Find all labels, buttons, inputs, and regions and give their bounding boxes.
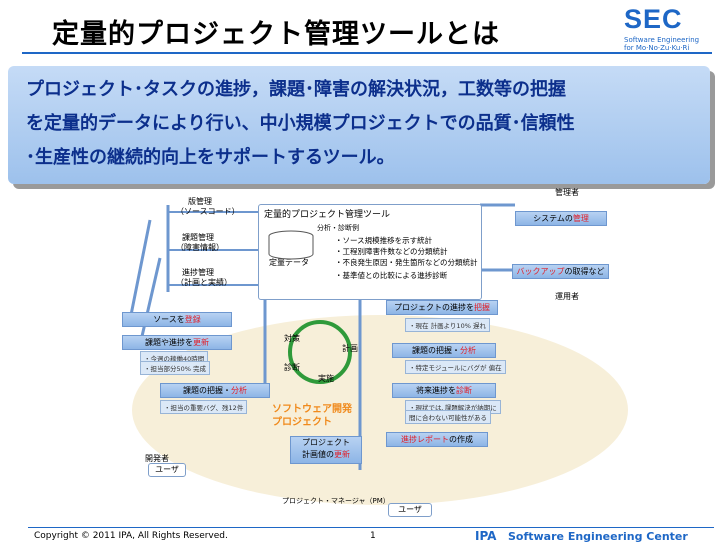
cycle-diagnose: 診断 — [284, 363, 300, 372]
project-line-2: プロジェクト — [272, 417, 332, 428]
tool-title: 定量的プロジェクト管理ツール — [264, 210, 391, 220]
page-number: 1 — [370, 531, 376, 541]
update-pre: 課題や進捗を — [145, 338, 193, 347]
analysis-heading: 分析・診断例 — [317, 224, 359, 232]
store-issue-title: 課題管理 — [182, 233, 214, 242]
banner-line-1: プロジェクト･タスクの進捗，課題･障害の解決状況，工数等の把握 — [26, 79, 566, 100]
issue-pre: 課題の把握・ — [412, 346, 460, 355]
forecast-bar: 将来進捗を診断 — [392, 383, 496, 398]
pdca-cycle — [288, 320, 352, 384]
analysis-item-1: ・ソース規模推移を示す統計 — [335, 236, 433, 245]
pm-plan-pre: 計画値の — [302, 450, 334, 459]
analysis-item-3: ・不良発生原因・発生箇所などの分類統計 — [335, 258, 478, 267]
pm-role: プロジェクト・マネージャ（PM） — [282, 497, 390, 505]
progress-note: ・現在 計画より10% 遅れ — [405, 318, 490, 332]
forecast-red: 診断 — [456, 386, 472, 395]
banner-line-2: を定量的データにより行い、中小規模プロジェクトでの品質･信頼性 — [26, 113, 575, 134]
analysis-item-2: ・工程別障害件数などの分類統計 — [335, 247, 448, 256]
store-progress-title: 進捗管理 — [182, 268, 214, 277]
issue-note: ・特定モジュールにバグが 偏在 — [405, 360, 506, 374]
grasp-note: ・担当の重要バグ、残12件 — [160, 400, 248, 414]
cycle-countermeasure: 対策 — [284, 334, 300, 343]
analysis-item-4: ・基準値との比較による進捗診断 — [335, 271, 448, 280]
arrow-register — [128, 219, 152, 321]
pm-plan-line1: プロジェクト — [302, 438, 350, 447]
system-admin-red: 管理 — [572, 214, 589, 223]
store-version-sub: （ソースコード） — [176, 207, 240, 216]
banner-line-3: ･生産性の継続的向上をサポートするツール。 — [26, 147, 395, 168]
sec-logo-subtitle: Software Engineering — [624, 36, 700, 44]
pm-plan-box: プロジェクト 計画値の更新 — [290, 436, 362, 464]
forecast-note-2: 間に合わない可能性がある — [405, 410, 491, 424]
developer-user-box: ユーザ — [148, 463, 186, 477]
backup-red: バックアップ — [516, 267, 565, 276]
update-bar: 課題や進捗を更新 — [122, 335, 232, 350]
grasp-bar: 課題の把握・分析 — [160, 383, 270, 398]
update-red: 更新 — [193, 338, 209, 347]
arrow-update — [138, 257, 162, 346]
backup-bar: バックアップの取得など — [512, 264, 609, 279]
issue-red: 分析 — [460, 346, 476, 355]
store-issue-sub: （障害情報） — [176, 243, 224, 252]
progress-bar: プロジェクトの進捗を把握 — [386, 300, 498, 315]
system-admin-bar: システムの管理 — [515, 211, 607, 226]
page-title: 定量的プロジェクト管理ツールとは — [52, 19, 500, 50]
progress-pre: プロジェクトの進捗を — [394, 303, 474, 312]
source-red: 登録 — [184, 315, 201, 324]
grasp-red: 分析 — [231, 386, 247, 395]
summary-banner: プロジェクト･タスクの進捗，課題･障害の解決状況，工数等の把握 を定量的データに… — [8, 66, 710, 184]
project-line-1: ソフトウェア開発 — [272, 404, 352, 415]
admin-role: 管理者 — [555, 188, 579, 197]
report-post: の作成 — [449, 435, 473, 444]
source-pre: ソースを — [153, 315, 185, 324]
copyright: Copyright © 2011 IPA, All Rights Reserve… — [34, 531, 228, 541]
grasp-pre: 課題の把握・ — [183, 386, 231, 395]
operator-role: 運用者 — [555, 292, 579, 301]
store-version-title: 版管理 — [188, 197, 212, 206]
sec-logo-tagline: for Mo·No·Zu·Ku·Ri — [624, 44, 690, 52]
report-red: 進捗レポート — [401, 435, 449, 444]
cycle-plan: 計画 — [342, 344, 358, 353]
center-name: Software Engineering Center — [508, 530, 688, 543]
data-label: 定量データ — [269, 258, 309, 267]
system-admin-pre: システムの — [533, 214, 573, 223]
store-progress-sub: （計画と実績） — [176, 278, 232, 287]
database-icon — [268, 230, 314, 260]
source-bar: ソースを登録 — [122, 312, 232, 327]
pm-user-box: ユーザ — [388, 503, 432, 517]
update-note-2: ・担当部分50% 完成 — [140, 361, 211, 375]
ipa-logo: IPA — [475, 529, 497, 543]
report-bar: 進捗レポートの作成 — [386, 432, 488, 447]
forecast-pre: 将来進捗を — [416, 386, 456, 395]
sec-logo: SEC — [624, 4, 683, 34]
issue-bar: 課題の把握・分析 — [392, 343, 496, 358]
footer-divider — [28, 527, 714, 528]
progress-red: 把握 — [474, 303, 490, 312]
pm-plan-red: 更新 — [334, 450, 350, 459]
title-divider — [22, 52, 712, 54]
backup-post: の取得など — [564, 267, 605, 276]
developer-role: 開発者 — [145, 454, 169, 463]
cycle-execute: 実施 — [318, 374, 334, 383]
